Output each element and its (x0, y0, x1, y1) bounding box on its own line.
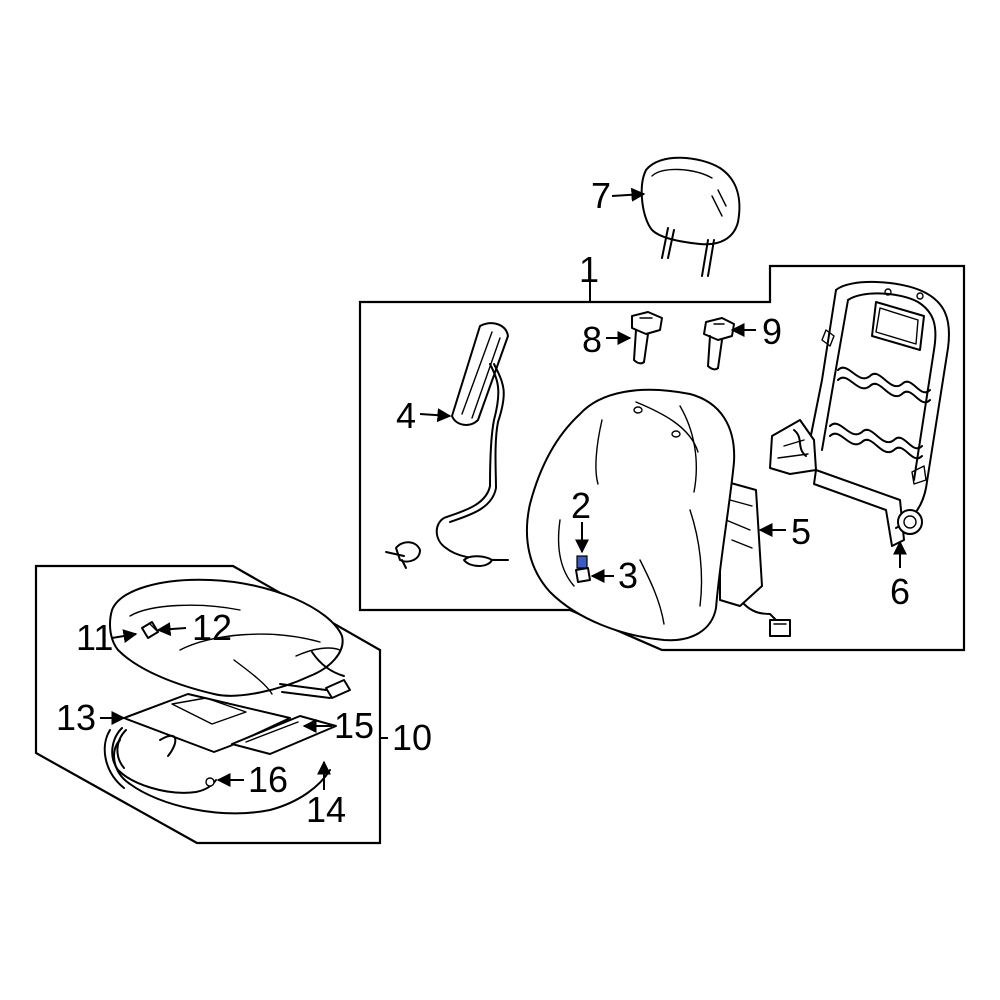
callout-6: 6 (890, 571, 910, 612)
group-box-seat-cushion (34, 564, 382, 845)
leader-4 (419, 408, 452, 423)
highlighted-clip-part[interactable] (576, 555, 588, 569)
seat-back-panel-part[interactable] (719, 479, 791, 637)
leader-11 (111, 629, 138, 643)
callout-15: 15 (334, 705, 374, 746)
leader-7 (611, 187, 646, 202)
callout-9: 9 (762, 311, 782, 352)
callout-11: 11 (76, 617, 113, 658)
callout-10: 10 (392, 717, 432, 758)
airbag-fastener-part[interactable] (385, 541, 421, 569)
leader-12 (156, 622, 187, 637)
callout-5: 5 (791, 511, 811, 552)
callout-14: 14 (306, 789, 346, 830)
callout-4: 4 (396, 395, 416, 436)
headrest-part[interactable] (640, 156, 741, 277)
callout-2: 2 (571, 485, 591, 526)
callout-3: 3 (618, 555, 638, 596)
heater-harness-part[interactable] (111, 727, 217, 794)
headrest-guide-left-part[interactable] (631, 311, 663, 365)
seat-cushion-cover-part[interactable] (109, 578, 351, 699)
side-airbag-part[interactable] (435, 322, 509, 567)
seat-back-cover-part[interactable] (526, 388, 736, 642)
callout-8: 8 (582, 319, 602, 360)
headrest-guide-right-part[interactable] (703, 317, 735, 371)
group-box-seat-back (358, 264, 966, 652)
callout-1: 1 (579, 249, 599, 290)
callout-13: 13 (56, 697, 96, 738)
seat-back-frame-part[interactable] (769, 281, 950, 547)
callout-7: 7 (591, 175, 611, 216)
callout-16: 16 (248, 759, 288, 800)
callout-12: 12 (192, 607, 232, 648)
small-tag-part[interactable] (575, 567, 591, 583)
